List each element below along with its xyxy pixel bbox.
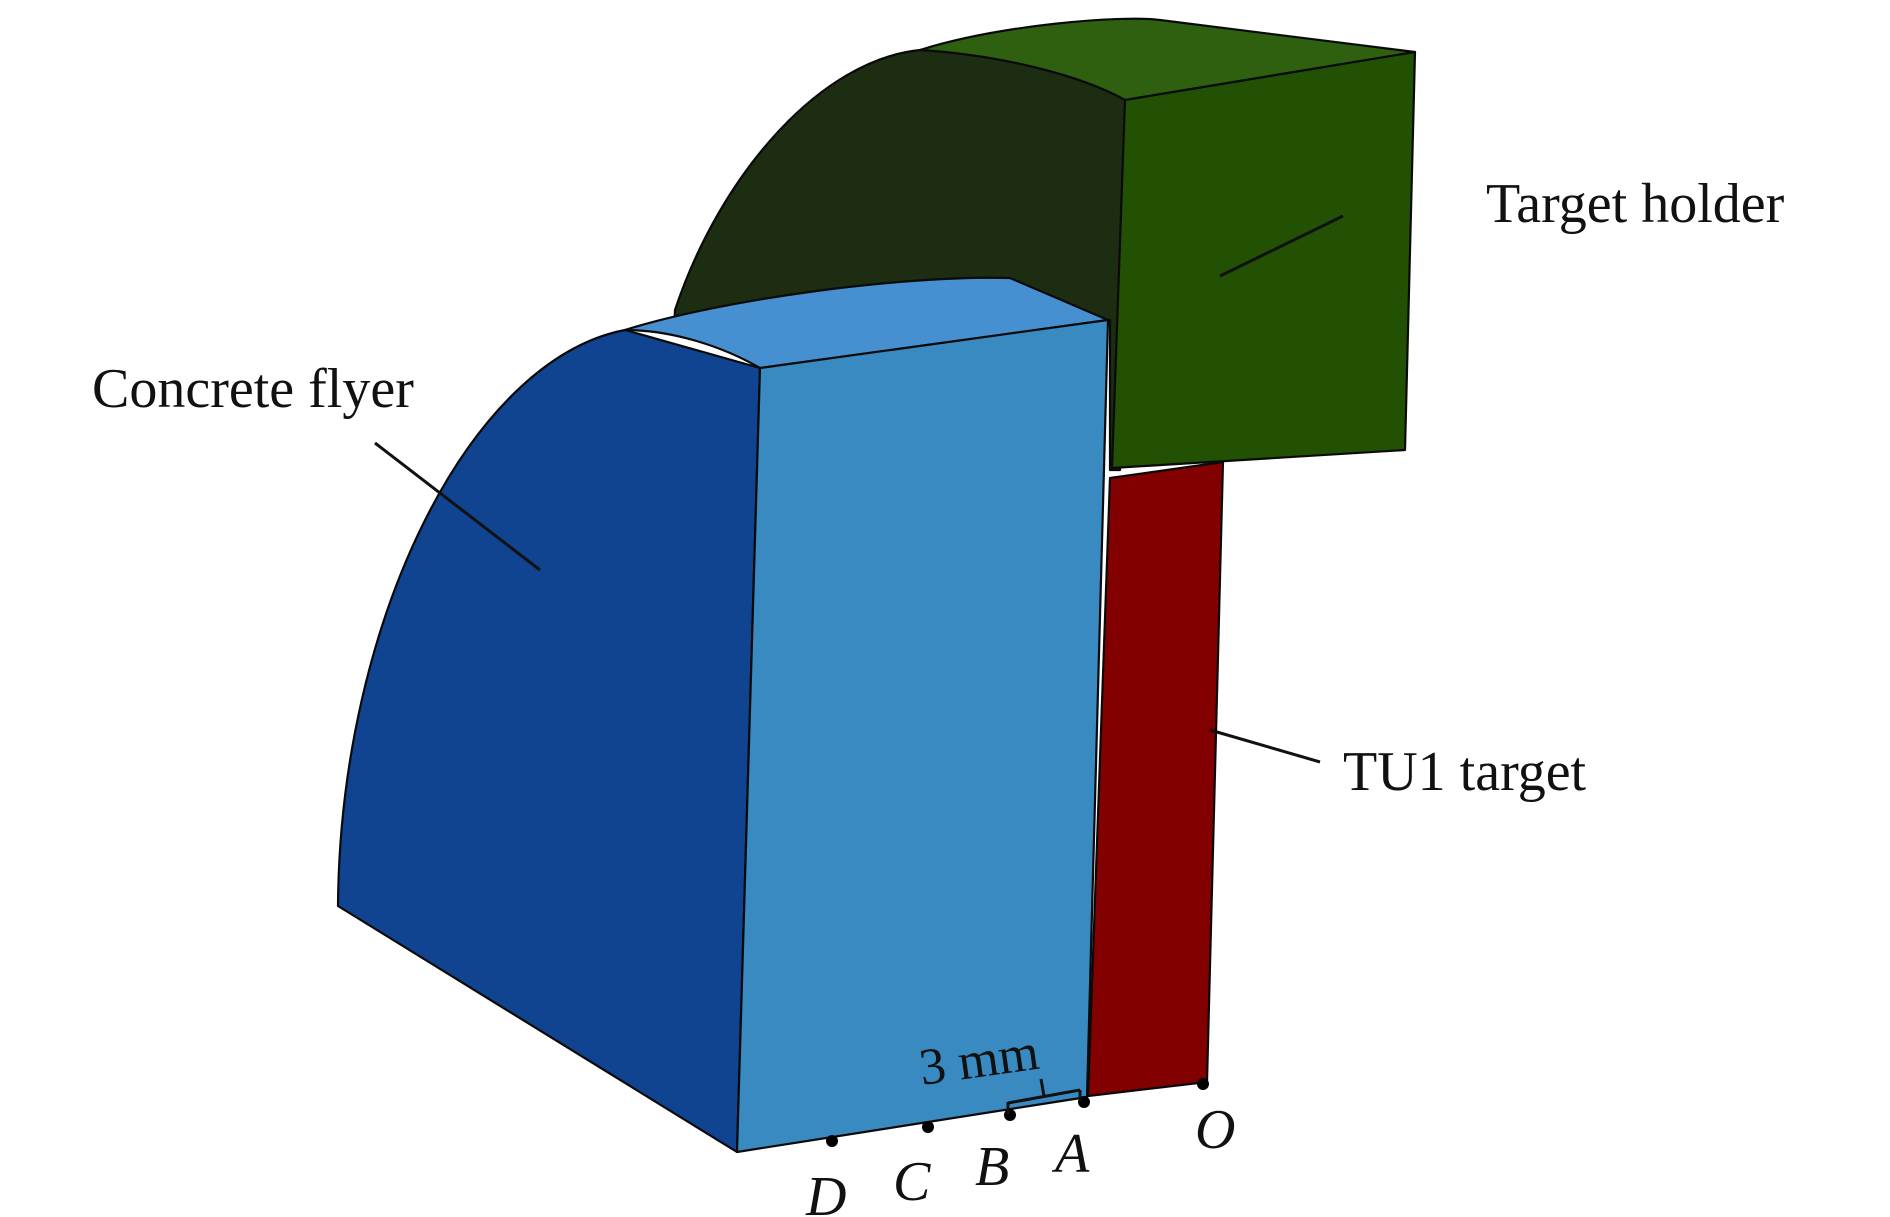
point-o-label: O xyxy=(1195,1099,1235,1161)
tu1-target-label: TU1 target xyxy=(1343,741,1587,803)
concrete-flyer-top-face xyxy=(623,276,1110,370)
dimension-bracket xyxy=(1006,1078,1082,1114)
concrete-flyer-curved-face xyxy=(336,328,762,1154)
tu1-target xyxy=(1086,460,1225,1098)
point-o-marker xyxy=(1197,1078,1209,1090)
target-holder xyxy=(672,17,1417,472)
target-holder-leader xyxy=(1219,214,1344,278)
target-holder-top-face xyxy=(918,17,1417,102)
tu1-target-leader xyxy=(1209,728,1321,764)
target-holder-label: Target holder xyxy=(1486,173,1785,235)
point-c-label: C xyxy=(893,1151,931,1213)
concrete-flyer-front-face xyxy=(735,318,1110,1154)
point-b-marker xyxy=(1004,1109,1016,1121)
point-b-label: B xyxy=(975,1136,1009,1198)
concrete-flyer-leader xyxy=(374,441,541,572)
point-a-label: A xyxy=(1051,1123,1090,1185)
point-d-label: D xyxy=(805,1166,846,1217)
point-d-marker xyxy=(826,1135,838,1147)
point-c-marker xyxy=(922,1121,934,1133)
concrete-flyer-label: Concrete flyer xyxy=(92,358,414,420)
target-holder-front-face xyxy=(1110,50,1417,470)
concrete-flyer xyxy=(336,276,1110,1154)
